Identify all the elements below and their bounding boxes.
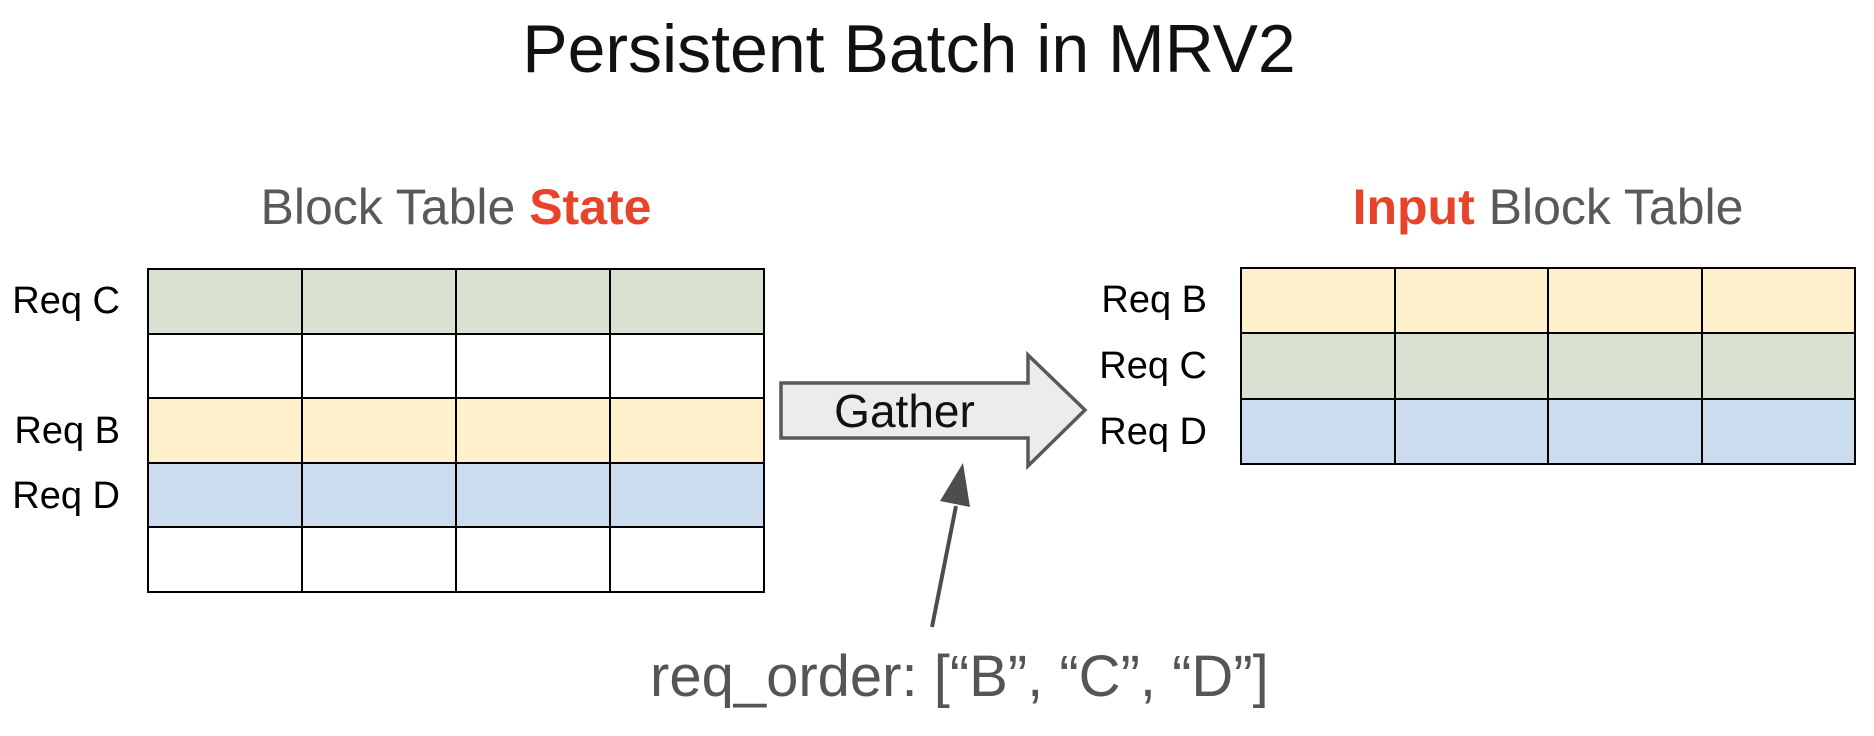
state-title-accent: State [529,179,652,235]
table-cell [1548,268,1702,334]
table-row [1241,398,1855,464]
table-row [148,269,764,334]
input-title-accent: Input [1352,179,1475,235]
table-cell [610,333,764,399]
table-cell [1241,398,1395,464]
table-cell [302,462,456,528]
gather-label: Gather [834,385,975,437]
table-cell [610,527,764,592]
table-cell [610,398,764,463]
row-label: Req D [12,474,120,517]
page-title: Persistent Batch in MRV2 [522,11,1296,87]
state-block-table [147,268,765,593]
table-cell [1241,333,1395,399]
table-cell [148,462,302,528]
row-label: Req B [1101,279,1207,321]
state-row-labels: Req C Req B Req D [0,268,120,593]
req-order-annotation: req_order: [“B”, “C”, “D”] [650,644,1269,709]
table-cell [148,527,302,592]
table-row [148,398,764,463]
table-cell [1394,268,1548,334]
table-cell [1394,398,1548,464]
input-title-text: Block Table [1474,179,1744,235]
input-block-table [1240,267,1856,465]
state-table-title: Block Table State [147,182,765,232]
table-cell [456,462,610,528]
row-label: Req D [1099,411,1207,453]
order-arrow-line [930,505,958,628]
row-label: Req C [1099,345,1207,387]
row-label: Req C [12,279,120,322]
table-cell [302,398,456,463]
table-cell [148,398,302,463]
table-cell [456,398,610,463]
table-cell [302,527,456,592]
state-title-text: Block Table [260,179,530,235]
table-cell [610,269,764,334]
row-label-empty [0,333,120,398]
row-label-empty [0,528,120,593]
table-row [148,527,764,592]
table-cell [302,269,456,334]
table-row [1241,333,1855,399]
table-cell [148,333,302,399]
gather-arrow-shape [779,350,1088,471]
table-cell [148,269,302,334]
table-cell [1548,398,1702,464]
table-row [148,333,764,399]
table-cell [1241,268,1395,334]
table-cell [302,333,456,399]
table-cell [1394,333,1548,399]
row-label: Req B [14,409,120,452]
table-cell [456,269,610,334]
arrow-layer [779,350,1088,628]
table-row [1241,268,1855,334]
table-cell [1701,268,1855,334]
order-arrow-head [940,463,970,507]
table-cell [456,333,610,399]
input-table-title: Input Block Table [1240,182,1856,232]
table-row [148,462,764,528]
table-cell [1701,333,1855,399]
table-cell [1548,333,1702,399]
table-cell [456,527,610,592]
table-cell [610,462,764,528]
input-row-labels: Req B Req C Req D [1040,267,1207,465]
table-cell [1701,398,1855,464]
